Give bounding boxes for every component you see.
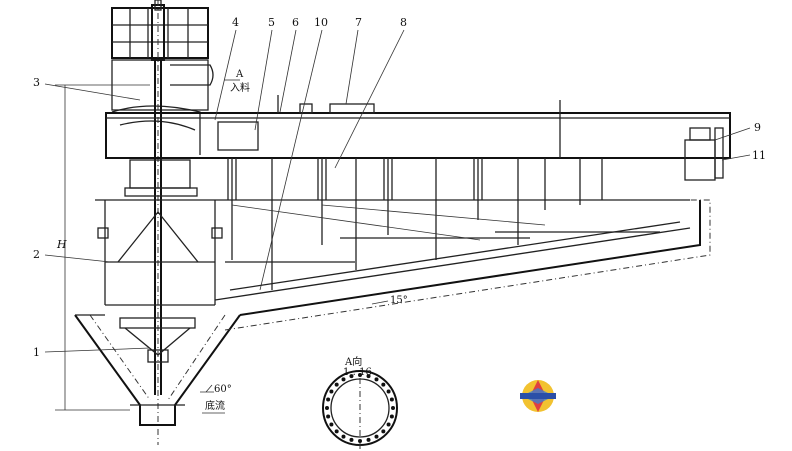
view-a-flange: A向 1 : 16: [322, 355, 398, 451]
rake-arms: [225, 158, 660, 290]
label-3: 3: [33, 76, 40, 89]
underflow-label: 底流: [205, 399, 225, 412]
bolt-hole: [389, 414, 394, 419]
bolt-hole: [326, 397, 331, 402]
bolt-hole: [386, 389, 391, 394]
bolt-hole: [391, 406, 395, 410]
view-title: A向: [344, 355, 362, 368]
bolt-hole: [381, 382, 386, 387]
bolt-hole: [341, 377, 346, 382]
label-4: 4: [232, 16, 239, 29]
slope-angle: 15°: [390, 295, 408, 306]
label-5: 5: [268, 16, 275, 29]
end-mechanism: [684, 127, 724, 181]
cone-bottom: [74, 314, 241, 426]
height-dimension: H: [55, 84, 150, 411]
bridge-truss: [105, 95, 731, 197]
label-2: 2: [33, 248, 40, 261]
drive-head: [111, 0, 209, 61]
bolt-hole: [349, 374, 354, 379]
bolt-hole: [366, 374, 371, 379]
label-11: 11: [752, 149, 766, 162]
bolt-hole: [374, 377, 379, 382]
watermark-logo: [520, 380, 556, 412]
bolt-hole: [374, 434, 379, 439]
bolt-hole: [381, 429, 386, 434]
bolt-hole: [334, 382, 339, 387]
bolt-hole: [341, 434, 346, 439]
label-7: 7: [355, 16, 362, 29]
bolt-hole: [386, 422, 391, 427]
bolt-hole: [389, 397, 394, 402]
bolt-hole: [326, 414, 331, 419]
bolt-hole: [325, 406, 329, 410]
center-well: [95, 199, 690, 363]
bolt-hole: [349, 437, 354, 442]
label-10: 10: [314, 16, 328, 29]
bolt-hole: [366, 437, 371, 442]
label-8: 8: [400, 16, 407, 29]
height-label: H: [56, 238, 67, 251]
bolt-hole: [358, 373, 362, 377]
label-6: 6: [292, 16, 299, 29]
feed-box: [111, 59, 214, 155]
bolt-hole: [329, 389, 334, 394]
bolt-hole: [358, 439, 362, 443]
label-9: 9: [754, 121, 761, 134]
feed-label: 入料: [230, 81, 250, 94]
bolt-hole: [329, 422, 334, 427]
cone-angle: 60°: [214, 384, 232, 395]
bolt-hole: [334, 429, 339, 434]
label-1: 1: [33, 346, 40, 359]
tank-bottom: [214, 199, 711, 331]
feed-view-letter: A: [235, 69, 244, 80]
view-scale: 1 : 16: [343, 367, 372, 378]
